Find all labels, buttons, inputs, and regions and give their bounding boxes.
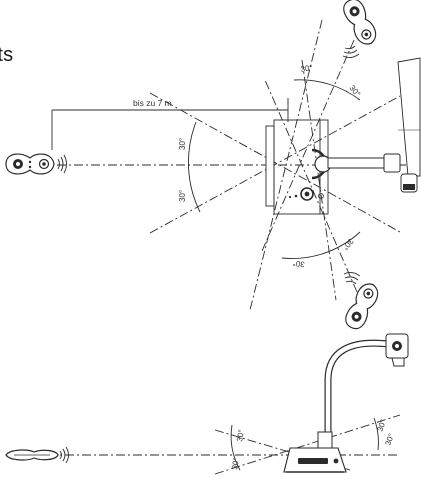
remote-control-top — [342, 0, 377, 59]
ir-signal-waves-icon — [343, 271, 361, 285]
distance-dimension: bis zu 7 m — [51, 98, 289, 150]
document-camera-side-view-icon — [283, 333, 409, 473]
side-left-angle-arc — [230, 424, 241, 471]
angle-label: 30° — [347, 84, 362, 99]
remote-control-icon — [343, 0, 377, 45]
lower-angle-line — [149, 95, 401, 234]
camera-top-view — [265, 119, 401, 215]
steep-angle-line-b — [301, 59, 337, 301]
steep-angle-line-a — [249, 19, 323, 311]
angle-label: 30° — [292, 258, 305, 269]
angle-label: 30° — [375, 418, 388, 432]
ir-signal-waves-icon — [59, 446, 69, 464]
angle-label: 30° — [230, 457, 241, 470]
side-right-angle-arc — [373, 417, 379, 451]
camera-base-rail-left — [265, 125, 275, 207]
remote-control-icon — [5, 449, 59, 461]
angle-label: 30° — [300, 63, 313, 74]
angle-label: 30° — [178, 190, 187, 202]
angle-label: 30° — [383, 432, 396, 446]
bottom-remote-axis-line — [264, 79, 358, 293]
upper-angle-line — [149, 92, 401, 233]
bottom-angle-arc — [281, 231, 361, 259]
distance-label: bis zu 7 m — [133, 98, 172, 108]
side-view-angle-line-a — [214, 429, 351, 471]
section-heading: hts — [0, 44, 14, 66]
remote-control-icon — [5, 153, 55, 175]
ir-signal-waves-icon — [342, 45, 360, 59]
angle-label: 30° — [341, 237, 356, 252]
remote-control-bottom — [343, 271, 379, 330]
ir-signal-waves-icon — [57, 154, 67, 174]
top-remote-axis-line — [261, 39, 355, 252]
camera-arm-side-panel — [397, 57, 421, 193]
angle-label: 30° — [235, 429, 246, 442]
camera-side-view — [283, 333, 409, 473]
remote-control-icon — [345, 283, 379, 330]
camera-top-view-icon — [288, 148, 401, 201]
angle-arcs — [187, 79, 379, 471]
remote-control-side — [5, 446, 69, 464]
angle-label: 30° — [178, 138, 187, 150]
side-view-angle-line-b — [214, 414, 401, 475]
remote-control-left — [5, 153, 67, 175]
left-angle-arc — [187, 121, 201, 213]
top-angle-arc — [293, 79, 361, 101]
